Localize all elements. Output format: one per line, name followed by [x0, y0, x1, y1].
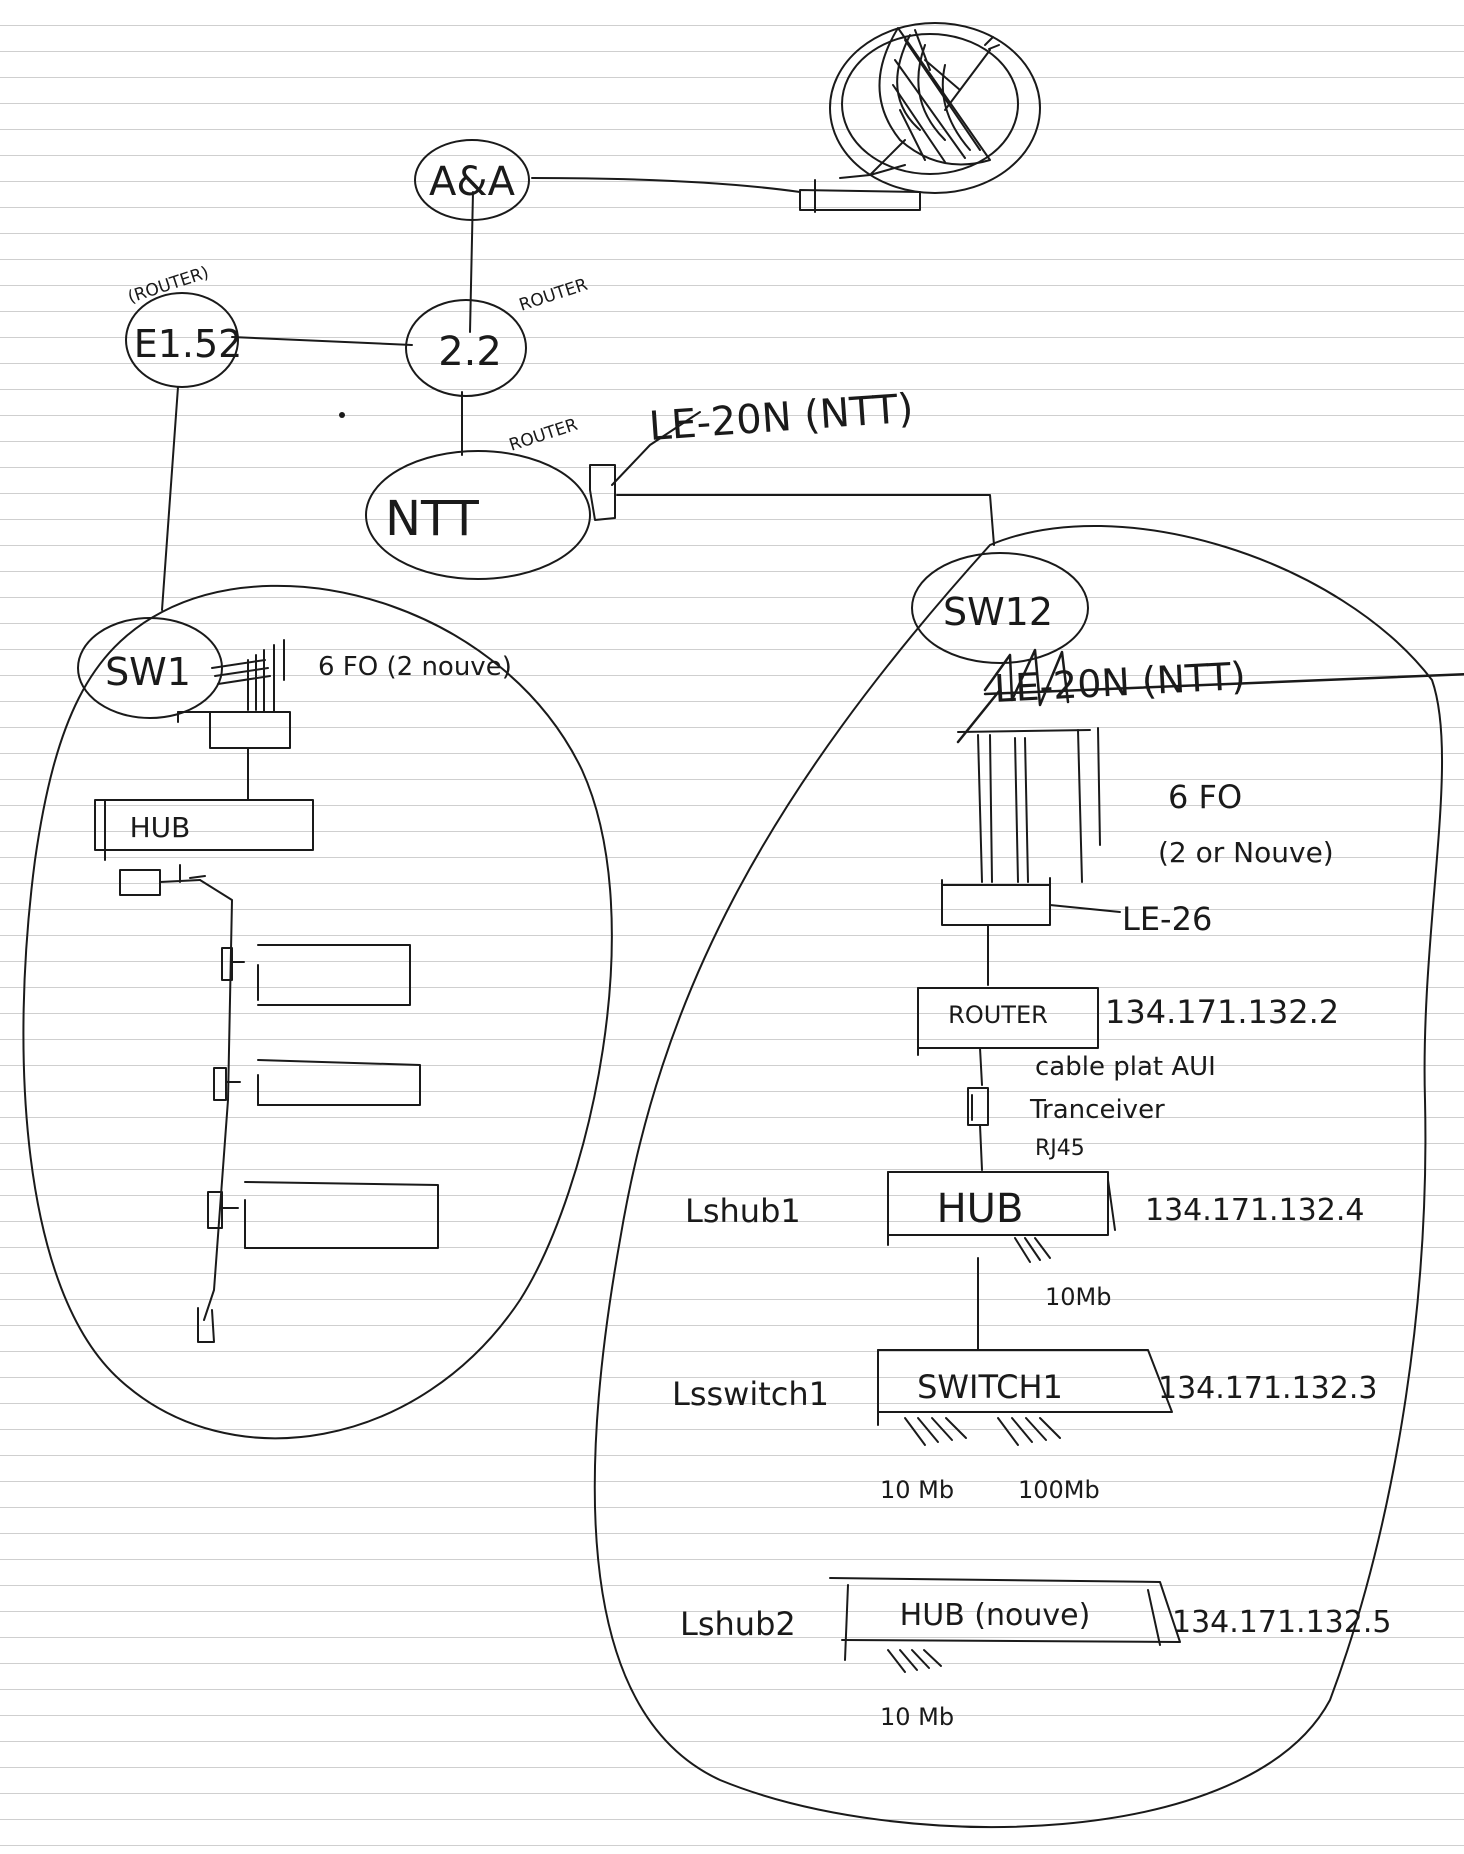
- hub1-speed: 10Mb: [1045, 1283, 1111, 1311]
- left-patch-panel: [177, 711, 291, 749]
- switch1-ports-10mb: [904, 1417, 967, 1446]
- cable-note-1: cable plat AUI: [1035, 1052, 1216, 1082]
- hub1-ports: [1014, 1237, 1051, 1263]
- switch1-name: Lsswitch1: [672, 1375, 829, 1413]
- hub2-ip: 134.171.132.5: [1172, 1605, 1391, 1640]
- cable-note-3: RJ45: [1035, 1136, 1085, 1161]
- left-fiber-bundle: [211, 639, 285, 713]
- right-building-outline: [593, 525, 1443, 1829]
- node-sw12-circle: [911, 552, 1089, 664]
- hub2-speed: 10 Mb: [880, 1703, 954, 1731]
- left-hub-box: [94, 799, 314, 851]
- left-device-3: [207, 1181, 439, 1249]
- link-router-transceiver: [979, 1047, 983, 1086]
- left-transceiver: [119, 864, 206, 896]
- link-aa-satellite: [531, 177, 801, 193]
- node-aa-label: A&A: [429, 159, 516, 205]
- link-transceiver-hub1: [979, 1124, 983, 1171]
- switch1-ports-100mb: [997, 1417, 1061, 1446]
- link-e152-22: [231, 336, 413, 346]
- hub2-name: Lshub2: [680, 1605, 796, 1643]
- node-ntt-label: NTT: [385, 491, 479, 547]
- le20n-box: [589, 464, 616, 521]
- left-hub-label: HUB: [130, 811, 191, 844]
- node-aa-circle: [414, 139, 530, 221]
- left-backbone-line: [199, 879, 233, 1321]
- hub2-box-label: HUB (nouve): [900, 1598, 1091, 1633]
- left-building-outline: [22, 584, 613, 1440]
- hub1-name: Lshub1: [685, 1192, 801, 1230]
- struck-le20n-label: LE-20N (NTT): [993, 654, 1247, 711]
- transceiver-icon: [967, 1087, 989, 1126]
- router-ip: 134.171.132.2: [1105, 993, 1339, 1031]
- node-e152-label: E1.52: [134, 322, 243, 366]
- right-fiber-bundle: [957, 727, 1101, 883]
- satellite-dish-icon: [799, 22, 1041, 213]
- left-device-1: [221, 944, 411, 1006]
- right-fiber-note: (2 or Nouve): [1158, 836, 1334, 869]
- node-22-label: 2.2: [438, 329, 502, 375]
- switch1-box-label: SWITCH1: [917, 1368, 1063, 1406]
- cable-note-2: Tranceiver: [1029, 1095, 1165, 1125]
- hub2-ports: [887, 1649, 942, 1673]
- left-terminator: [197, 1307, 215, 1343]
- node-e152-circle: [125, 292, 239, 388]
- node-ntt-circle: [365, 450, 591, 580]
- router-label: ROUTER: [948, 1001, 1048, 1029]
- node-22-circle: [405, 299, 527, 397]
- strike-through-scribble: [956, 648, 1464, 744]
- node-sw1-label: SW1: [105, 650, 191, 694]
- left-fiber-label: 6 FO (2 nouve): [318, 652, 512, 682]
- hub1-ip: 134.171.132.4: [1145, 1193, 1364, 1228]
- switch1-speed-100: 100Mb: [1018, 1476, 1100, 1504]
- link-e152-sw1: [161, 386, 179, 611]
- link-aa-22: [469, 191, 474, 333]
- switch1-speed-10: 10 Mb: [880, 1476, 954, 1504]
- node-22-tag: ROUTER: [517, 275, 590, 316]
- hub2-box: [829, 1577, 1181, 1643]
- node-sw12-label: SW12: [943, 590, 1053, 634]
- right-patch-panel: [941, 884, 1051, 926]
- le20n-label: LE-20N (NTT): [647, 386, 914, 450]
- node-e152-tag: (ROUTER): [125, 263, 211, 308]
- pencil-dot: [339, 412, 345, 418]
- link-le20n-sw12: [616, 494, 995, 546]
- hub1-box-label: HUB: [937, 1186, 1024, 1232]
- right-patch-label: LE-26: [1122, 900, 1212, 938]
- right-fiber-label: 6 FO: [1168, 778, 1242, 816]
- switch1-ip: 134.171.132.3: [1158, 1371, 1377, 1406]
- node-ntt-tag: ROUTER: [507, 415, 580, 456]
- link-ntt-le20n: [611, 411, 701, 486]
- node-sw1-circle: [77, 617, 223, 719]
- left-device-2: [213, 1059, 421, 1106]
